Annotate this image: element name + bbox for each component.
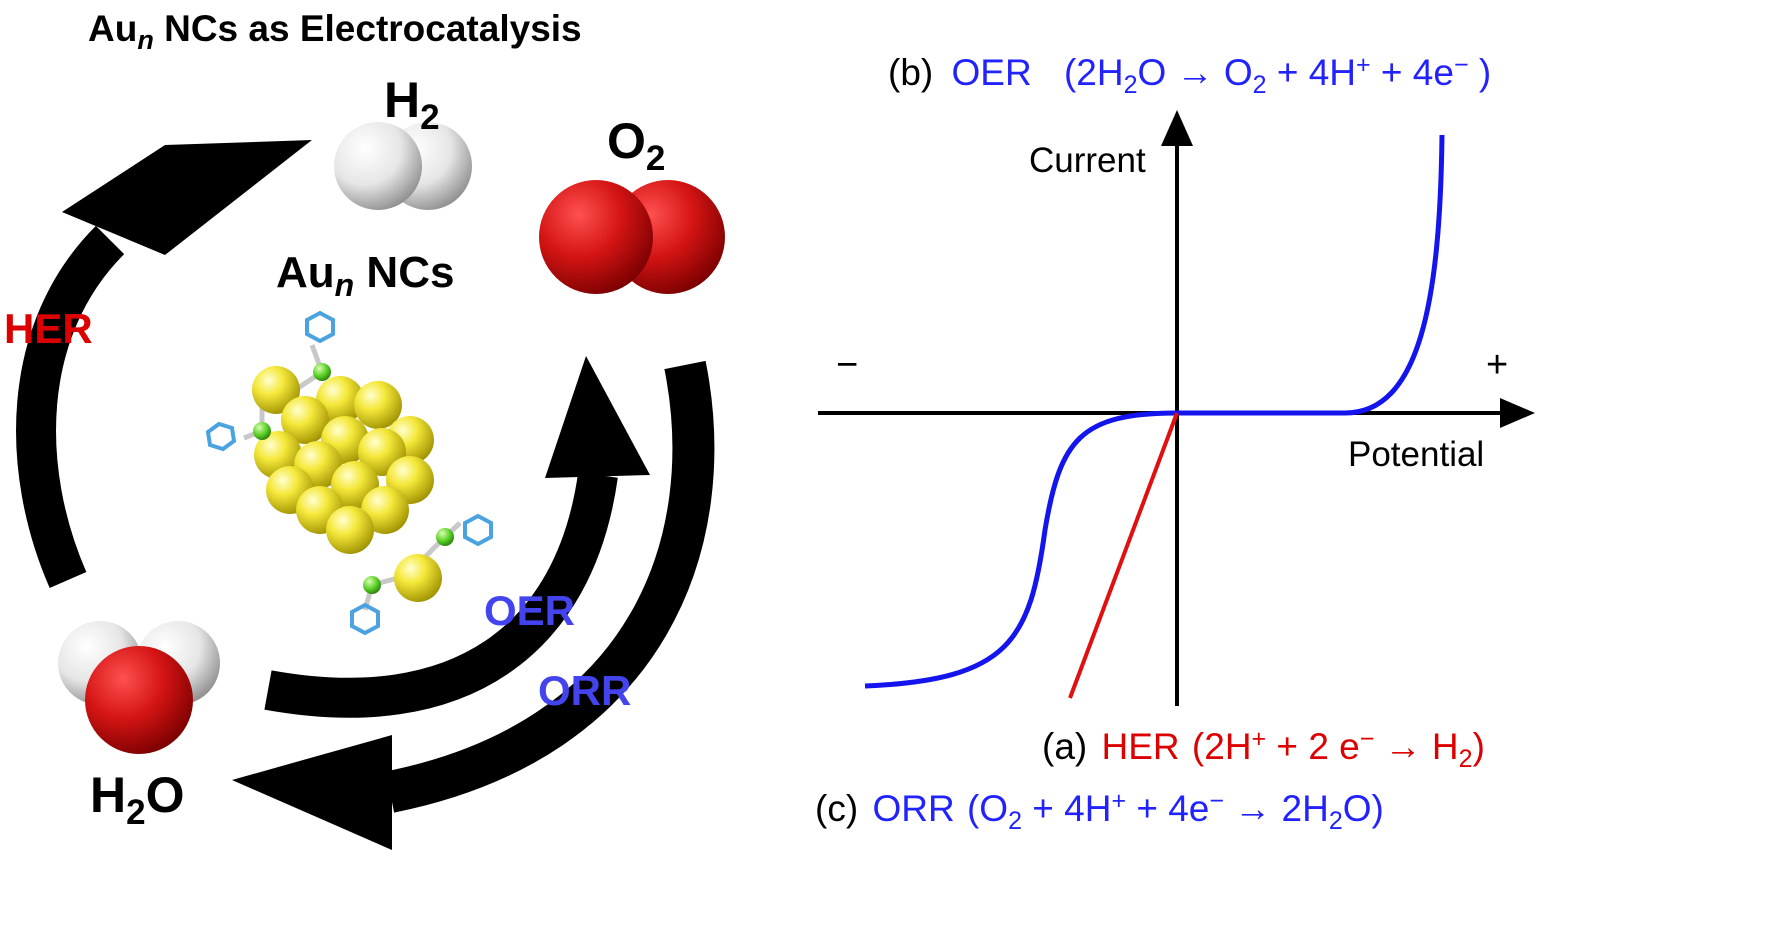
her-arrow-label: HER [4,305,93,352]
panel-title: Aun NCs as Electrocatalysis [88,8,582,55]
x-axis-arrowhead [1500,398,1535,428]
orr-arrow-label: ORR [538,667,631,714]
h2-label: H2 [384,72,440,137]
her-equation: (a) HER (2H+ + 2 e− → H2) [1042,725,1485,773]
right-panel: Current Potential − + (b) OER (2H2O → O2… [815,51,1535,835]
y-axis-arrowhead [1161,110,1193,146]
oer-cycle-arrow [264,356,650,718]
orr-equation: (c) ORR (O2 + 4H+ + 4e− → 2H2O) [815,787,1384,835]
cluster-label: Aun NCs [276,248,454,303]
y-axis-label: Current [1029,141,1146,180]
her-curve [1068,412,1179,699]
o2-label: O2 [607,113,665,178]
oer-curve [1177,134,1445,416]
oer-arrow-label: OER [484,587,575,634]
h2o-molecule-icon [58,621,220,754]
h2-molecule-icon [334,122,472,210]
positive-potential-sign: + [1486,344,1508,386]
her-cycle-arrow [16,140,312,588]
x-axis-label: Potential [1348,435,1484,474]
negative-potential-sign: − [836,344,858,386]
h2o-label: H2O [90,767,184,832]
left-panel: Aun NCs as Electrocatalysis H2 O2 H2O [4,8,725,850]
orr-cycle-arrow [232,360,715,850]
o2-molecule-icon [539,180,725,294]
oer-equation: (b) OER (2H2O → O2 + 4H+ + 4e− ) [888,51,1491,99]
au-nanocluster-icon [205,310,493,636]
orr-curve [864,410,1178,689]
